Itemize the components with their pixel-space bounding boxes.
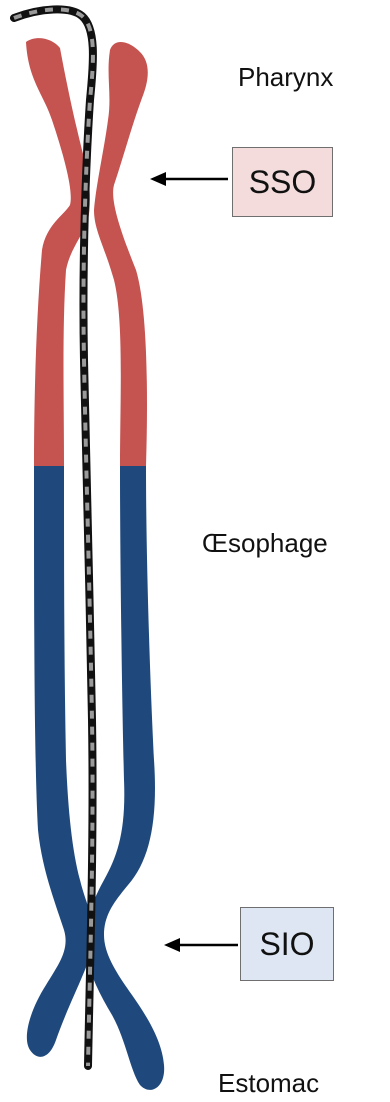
- arrow-left-icon: [150, 172, 166, 186]
- label-oesophagus: Œsophage: [202, 528, 328, 559]
- upper-sphincter-arrow: [150, 172, 228, 186]
- label-pharynx: Pharynx: [238, 62, 333, 93]
- upper-sphincter-label: SSO: [232, 147, 333, 217]
- lower-sphincter-label: SIO: [240, 907, 334, 981]
- arrow-left-icon: [164, 938, 180, 952]
- lower-sphincter-arrow: [164, 938, 238, 952]
- label-stomach: Estomac: [218, 1068, 319, 1099]
